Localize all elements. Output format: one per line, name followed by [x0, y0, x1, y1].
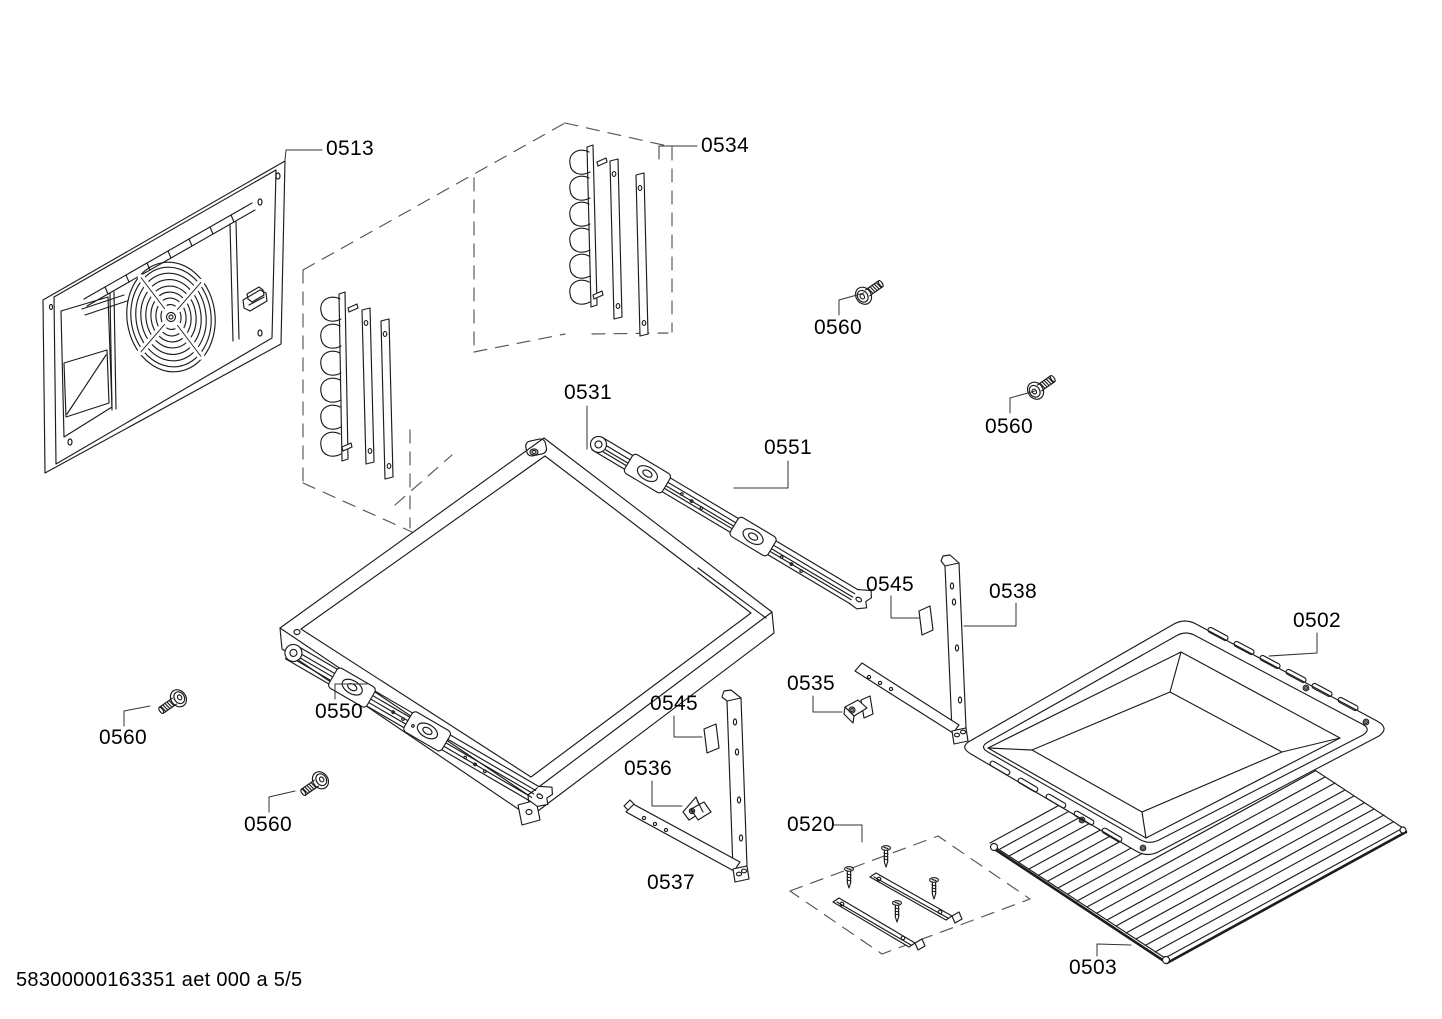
callout-0536[interactable]: 0536 — [624, 757, 672, 780]
callout-0531[interactable]: 0531 — [564, 381, 612, 404]
part-0537-bracket — [623, 689, 750, 883]
document-code: 58300000163351 aet 000 a 5/5 — [16, 969, 303, 991]
callout-0503[interactable]: 0503 — [1069, 956, 1117, 979]
part-0550-rail — [284, 643, 553, 808]
part-0535-clip — [843, 695, 874, 724]
callout-0551[interactable]: 0551 — [764, 436, 812, 459]
part-0538-bracket — [854, 554, 969, 745]
callout-0560-right[interactable]: 0560 — [985, 415, 1033, 438]
part-0520-hardware-kit — [789, 835, 1031, 955]
callout-0535[interactable]: 0535 — [787, 672, 835, 695]
leader-lines — [123, 145, 1318, 957]
tray-rim-slots — [989, 626, 1359, 843]
part-0536-clip — [682, 796, 712, 821]
callout-0513[interactable]: 0513 — [326, 137, 374, 160]
callout-0545-right[interactable]: 0545 — [866, 573, 914, 596]
part-0513-back-panel — [42, 160, 286, 474]
part-0545-pad-center — [703, 723, 720, 754]
screw-0560-right — [1023, 369, 1060, 403]
part-0551-rail — [589, 435, 873, 610]
callout-0550[interactable]: 0550 — [315, 700, 363, 723]
cavity-outline-dashed — [302, 122, 673, 533]
screw-0560-left-upper — [154, 686, 191, 720]
part-0502-baking-tray — [964, 620, 1385, 856]
fan-grille — [126, 261, 216, 373]
part-0545-pad-right — [918, 605, 934, 636]
vent-louver — [242, 289, 268, 312]
callout-0534[interactable]: 0534 — [701, 134, 749, 157]
callout-0520[interactable]: 0520 — [787, 813, 835, 836]
part-0534-shelf-rack — [569, 144, 649, 337]
callout-0538[interactable]: 0538 — [989, 580, 1037, 603]
callout-0560-left-upper[interactable]: 0560 — [99, 726, 147, 749]
callout-0560-left-lower[interactable]: 0560 — [244, 813, 292, 836]
callout-0560-top[interactable]: 0560 — [814, 316, 862, 339]
callout-0545-center[interactable]: 0545 — [650, 692, 698, 715]
callout-0537[interactable]: 0537 — [647, 871, 695, 894]
screw-0560-left-lower — [296, 768, 333, 802]
callout-0502[interactable]: 0502 — [1293, 609, 1341, 632]
shelf-rack-left — [320, 291, 394, 480]
screw-0560-top — [851, 274, 888, 308]
